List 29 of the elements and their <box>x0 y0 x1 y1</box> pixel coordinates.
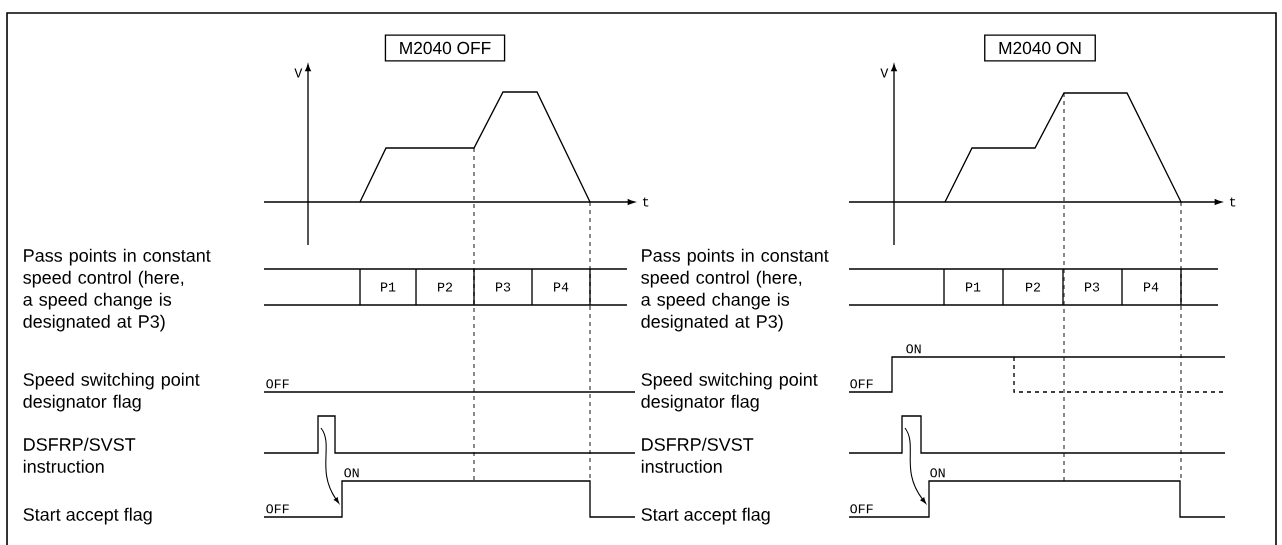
state-label: OFF <box>850 379 873 389</box>
heading-box: M2040 OFF <box>384 34 506 62</box>
state-label: ON <box>344 468 359 478</box>
pass-point-label: P1 <box>966 282 981 292</box>
axis-label: V <box>880 68 889 78</box>
pass-point-label: P4 <box>1144 282 1159 292</box>
state-label: OFF <box>850 504 873 514</box>
pass-point-label: P2 <box>1026 282 1041 292</box>
state-label: ON <box>930 468 945 478</box>
signal-label: Speed switching point designator flag <box>641 372 818 412</box>
pass-point-label: P1 <box>381 282 396 292</box>
pass-point-label: P3 <box>496 282 511 292</box>
signal-label: DSFRP/SVST instruction <box>641 437 754 473</box>
heading-box: M2040 ON <box>984 34 1096 62</box>
pass-point-label: P3 <box>1085 282 1100 292</box>
signal-label: Start accept flag <box>23 507 152 525</box>
axis-label: t <box>1229 197 1236 207</box>
pass-point-label: P2 <box>438 282 453 292</box>
pass-point-label: P4 <box>554 282 569 292</box>
signal-label: Speed switching point designator flag <box>23 372 200 412</box>
signal-label: Start accept flag <box>641 507 770 525</box>
signal-label: Pass points in constant speed control (here, a speed change is designated at P3) <box>641 248 829 332</box>
axis-label: t <box>642 197 649 207</box>
signal-label: Pass points in constant speed control (here, a speed change is designated at P3) <box>23 248 211 332</box>
axis-label: V <box>294 68 303 78</box>
state-label: OFF <box>266 504 289 514</box>
state-label: OFF <box>266 379 289 389</box>
signal-label: DSFRP/SVST instruction <box>23 437 136 473</box>
state-label: ON <box>906 344 921 354</box>
